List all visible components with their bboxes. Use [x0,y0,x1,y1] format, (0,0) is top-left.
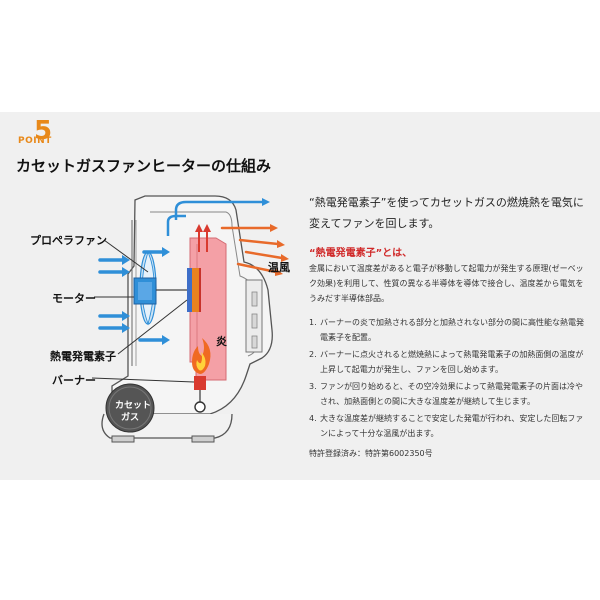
label-cassette-line2: ガス [121,413,140,423]
rising-heat-arrowhead-2 [203,224,211,232]
thermo-element-red [199,268,201,312]
heater-foot-left [111,435,135,443]
leader-line-thermo [117,299,188,355]
label-propeller-fan: プロペラファン [30,234,107,247]
step-number: 4. [309,414,317,423]
heater-foot-right [191,435,215,443]
label-cassette-line1: カセット [115,401,152,411]
heater-vent-2 [251,313,258,329]
step-text: ファンが回り始めると、その空冷効果によって熱電発電素子の片面は冷やされ、加熱面側… [320,382,584,406]
step-text: バーナーに点火されると燃焼熱によって熱電発電素子の加熱面側の温度が上昇して起電力… [320,350,584,374]
label-burner: バーナー [52,374,96,387]
cold-air-flow-top-arrowhead [262,198,270,206]
list-item: 4.大きな温度差が継続することで安定した発電が行われ、安定した回転ファンによって… [309,411,584,441]
warm-air-arrowhead-1 [270,224,278,232]
list-item: 2.バーナーに点火されると燃焼熱によって熱電発電素子の加熱面側の温度が上昇して起… [309,347,584,377]
list-item: 3.ファンが回り始めると、その空冷効果によって熱電発電素子の片面は冷やされ、加熱… [309,379,584,409]
step-number: 2. [309,350,317,359]
heater-vent-1 [251,291,258,307]
cold-air-arrowhead-3 [122,311,130,321]
heater-vent-3 [251,335,258,349]
cold-air-arrowhead-2 [122,267,130,277]
cassette-gas-canister [105,383,155,433]
point-label: POINT [18,136,52,146]
warm-air-arrowhead-2 [277,240,285,248]
cold-air-arrowhead-4 [122,323,130,333]
warm-air-arrowhead-3 [281,254,289,262]
label-flame: 炎 [216,335,227,348]
heater-diagram [91,195,289,443]
step-number: 3. [309,382,317,391]
intro-text: “熱電発電素子”を使ってカセットガスの燃焼熱を電気に変えてファンを回します。 [309,196,584,230]
thermo-element-orange [192,268,199,312]
point-number: 5 [34,116,53,146]
step-text: 大きな温度差が継続することで安定した発電が行われ、安定した回転ファンによって十分… [320,414,584,438]
cold-air-flow-top [174,200,262,220]
cold-air-flow-mid [166,214,186,236]
thermo-element-blue [187,268,192,312]
label-motor: モーター [52,292,96,305]
content-panel [0,112,600,480]
label-thermo-element: 熱電発電素子 [50,350,116,363]
cold-air-arrowhead-6 [162,335,170,345]
flame-inner [196,352,206,371]
page-title: カセットガスファンヒーターの仕組み [16,157,272,175]
warm-air-arrowhead-4 [275,268,283,276]
definition-title: “熱電発電素子”とは、 [309,248,413,259]
warm-air-arrow-3 [244,250,284,260]
cold-air-arrowhead-5 [162,247,170,257]
definition-body: 金属において温度差があると電子が移動して起電力が発生する原理(ゼーベック効果)を… [309,264,584,303]
list-item: 1.バーナーの炎で加熱される部分と加熱されない部分の間に高性能な熱電発電素子を配… [309,315,584,345]
step-text: バーナーの炎で加熱される部分と加熱されない部分の間に高性能な熱電発電素子を配置。 [320,318,584,342]
leader-line-propeller [103,239,149,273]
burner-knob [194,401,206,413]
cold-air-arrowhead-1 [122,255,130,265]
warm-air-arrow-2 [238,238,280,246]
cassette-gas-canister-rim [108,386,152,430]
warm-air-arrow-4 [236,262,278,274]
patent-note: 特許登録済み：特許第6002350号 [309,449,433,458]
burner-body [194,376,206,390]
label-warm-air: 温風 [268,261,290,274]
explanation: “熱電発電素子”を使ってカセットガスの燃焼熱を電気に変えてファンを回します。 “… [309,192,584,459]
leader-line-burner [91,377,195,383]
motor-block-shine [138,282,152,300]
step-number: 1. [309,318,317,327]
steps-list: 1.バーナーの炎で加熱される部分と加熱されない部分の間に高性能な熱電発電素子を配… [309,315,584,441]
rising-heat-arrowhead-1 [195,224,203,232]
